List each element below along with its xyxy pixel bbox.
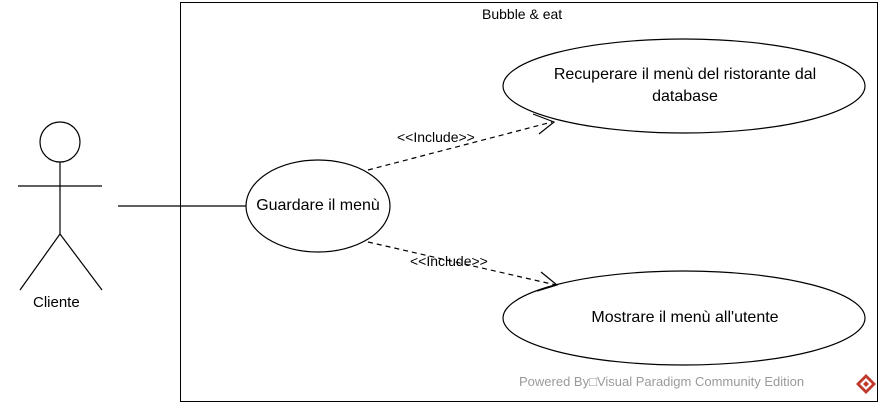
visual-paradigm-logo-icon [856, 374, 876, 394]
usecase-show-label: Mostrare il menù all'utente [591, 309, 779, 326]
system-title: Bubble & eat [482, 6, 563, 22]
usecase-main-label: Guardare il menù [256, 197, 380, 214]
usecase-retrieve-label: Recuperare il menù del ristorante dal da… [553, 66, 817, 105]
usecase-retrieve-shape[interactable] [502, 38, 866, 134]
include-top-line [367, 121, 553, 171]
include-top-label: <<Include>> [397, 129, 475, 145]
actor-left-leg [19, 233, 61, 291]
include-bottom-label: <<Include>> [410, 253, 488, 269]
actor-label: Cliente [33, 294, 80, 311]
usecase-show-shape[interactable] [502, 270, 866, 366]
usecase-main-shape[interactable] [245, 159, 391, 253]
actor-right-leg [59, 233, 103, 291]
include-bottom-arrowhead [536, 271, 559, 292]
watermark-text: Powered By□Visual Paradigm Community Edi… [519, 374, 805, 389]
include-top-arrowhead [532, 113, 556, 135]
actor-figure [18, 121, 103, 291]
actor-head [39, 121, 81, 163]
